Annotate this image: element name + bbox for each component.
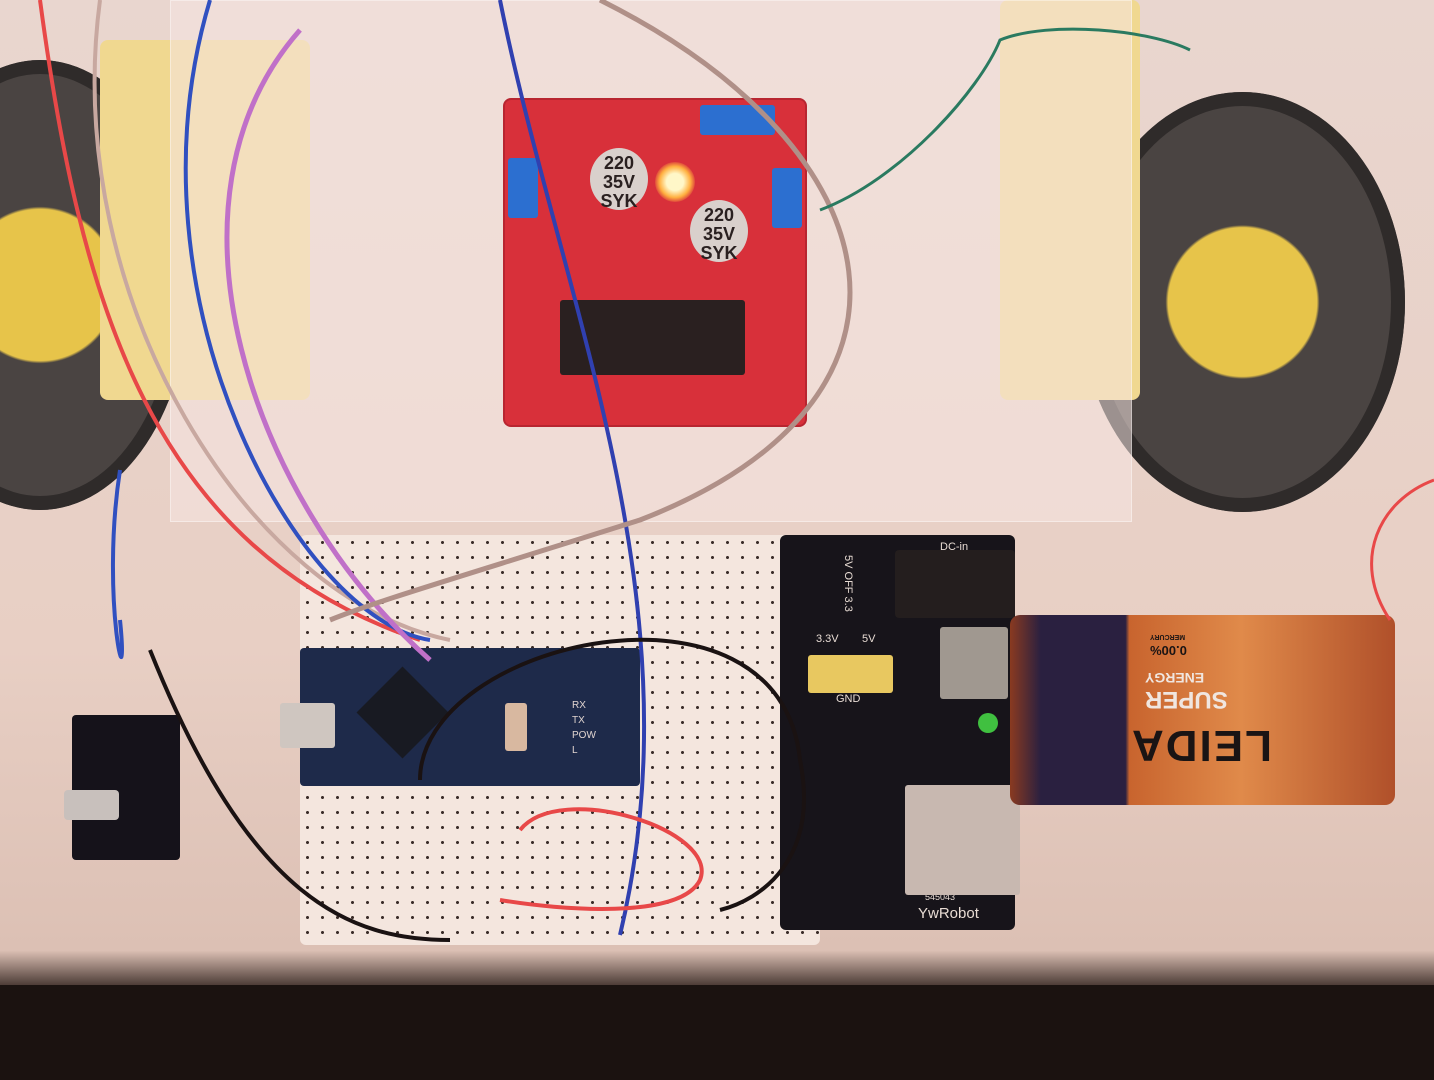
- arduino-nano: RX TX POW L: [280, 648, 640, 786]
- left-screw-terminal: [508, 158, 538, 218]
- dark-background: [0, 985, 1434, 1080]
- dc-barrel-jack: [895, 550, 1015, 618]
- mini-usb-port: [280, 703, 335, 748]
- power-led-glow: [655, 162, 695, 202]
- ir-sensor-module: [64, 715, 180, 860]
- reset-button: [505, 703, 527, 751]
- green-led: [978, 713, 998, 733]
- output-pin-header: [808, 655, 893, 693]
- capacitor-1: 220 35V SYK: [590, 148, 648, 211]
- right-screw-terminal: [772, 168, 802, 228]
- power-switch: [940, 627, 1008, 699]
- 9v-battery: LEIDA SUPER ENERGY 0.00% MERCURY: [1010, 615, 1395, 805]
- v33-label: 3.3V: [816, 633, 839, 645]
- model-label: 545043: [925, 892, 956, 902]
- nano-led-labels: RX TX POW L: [572, 700, 596, 756]
- gnd-label: GND: [836, 693, 861, 705]
- brand-label: YwRobot: [918, 905, 979, 922]
- capacitor-2: 220 35V SYK: [690, 200, 748, 263]
- v5-label: 5V: [862, 633, 876, 645]
- jumper-label: 5V OFF 3.3: [842, 555, 854, 612]
- ir-receiver: [64, 790, 119, 820]
- usb-a-port: [905, 785, 1020, 895]
